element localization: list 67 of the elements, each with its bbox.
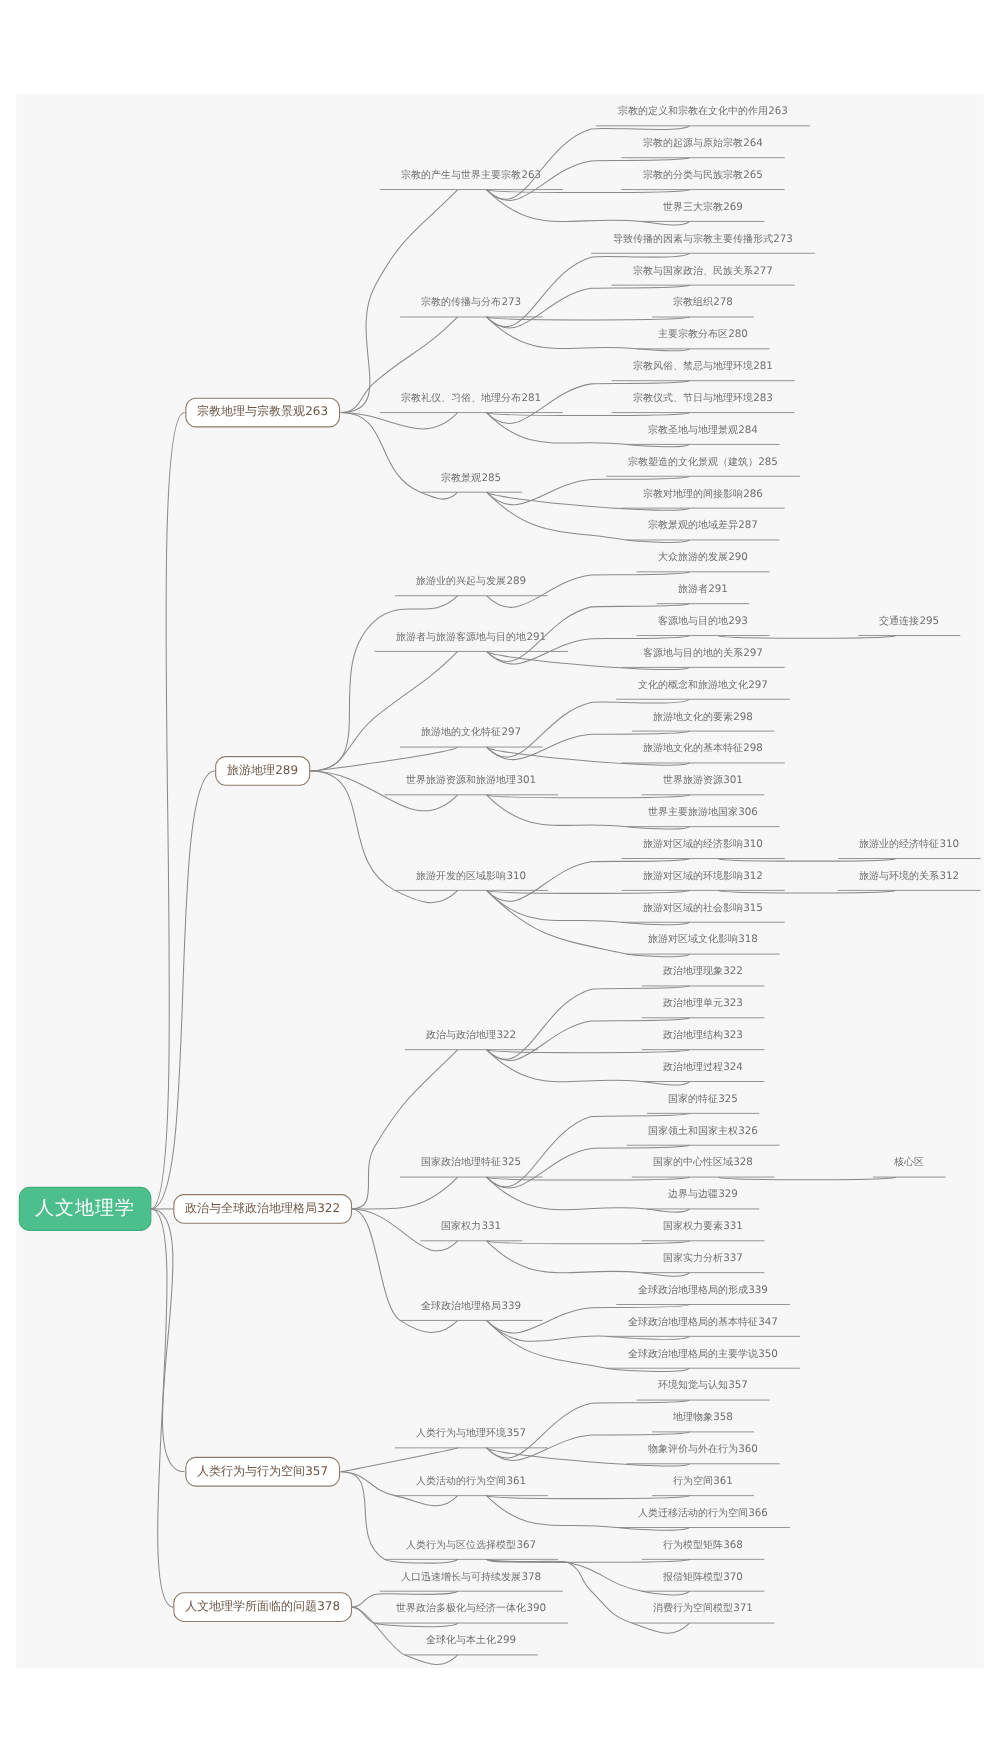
connector bbox=[350, 1049, 459, 1210]
connector bbox=[485, 316, 691, 321]
connector bbox=[485, 412, 691, 448]
connector bbox=[485, 1447, 691, 1467]
connector bbox=[485, 889, 691, 958]
connector bbox=[485, 746, 691, 766]
connector bbox=[485, 491, 691, 543]
connector bbox=[717, 635, 897, 639]
connector bbox=[485, 284, 691, 329]
connector bbox=[485, 491, 691, 511]
connector bbox=[350, 1606, 459, 1666]
connector bbox=[485, 1558, 691, 1634]
connector bbox=[717, 1176, 897, 1181]
connector bbox=[340, 1471, 459, 1564]
connector bbox=[485, 1176, 691, 1213]
connector bbox=[350, 1208, 459, 1252]
connector bbox=[485, 252, 691, 328]
connector bbox=[485, 794, 691, 799]
node-box: 人文地理学 bbox=[18, 1186, 152, 1232]
connector bbox=[485, 1304, 691, 1334]
connector bbox=[485, 316, 691, 352]
connector bbox=[485, 1495, 691, 1531]
connector bbox=[485, 1176, 691, 1181]
connector bbox=[350, 1176, 459, 1210]
connector bbox=[485, 1240, 691, 1245]
connector bbox=[340, 316, 459, 414]
connector bbox=[485, 189, 691, 226]
connector bbox=[485, 1144, 691, 1189]
connector bbox=[150, 1208, 175, 1608]
connector bbox=[485, 380, 691, 424]
connector bbox=[350, 1606, 459, 1628]
connector bbox=[150, 412, 186, 1210]
connector bbox=[485, 1049, 691, 1086]
connector bbox=[485, 125, 691, 200]
connector bbox=[485, 412, 691, 417]
connector bbox=[350, 1208, 459, 1333]
connector bbox=[340, 1447, 459, 1473]
connector bbox=[309, 770, 459, 904]
connector bbox=[485, 650, 691, 671]
connector bbox=[150, 1208, 186, 1473]
connector bbox=[485, 889, 691, 894]
connector bbox=[485, 1049, 691, 1054]
connector bbox=[485, 889, 691, 926]
connector bbox=[350, 1590, 459, 1608]
connector bbox=[485, 157, 691, 201]
connector bbox=[485, 1431, 691, 1461]
connector bbox=[485, 858, 691, 902]
connector bbox=[485, 794, 691, 830]
connector bbox=[485, 1558, 691, 1596]
connector bbox=[340, 189, 459, 414]
connector bbox=[150, 1208, 175, 1210]
connector bbox=[485, 730, 691, 761]
connector bbox=[485, 1495, 691, 1500]
connector bbox=[485, 1319, 691, 1373]
connector bbox=[485, 1017, 691, 1062]
connector bbox=[340, 1471, 459, 1507]
connector bbox=[485, 189, 691, 194]
connector bbox=[485, 985, 691, 1060]
connector bbox=[485, 571, 691, 608]
connector bbox=[485, 1399, 691, 1459]
connector bbox=[340, 412, 459, 500]
connector bbox=[485, 1112, 691, 1188]
connector bbox=[485, 1240, 691, 1277]
connector bbox=[717, 889, 897, 894]
connector bbox=[717, 858, 897, 862]
connector bbox=[485, 635, 691, 665]
connector bbox=[150, 770, 216, 1210]
